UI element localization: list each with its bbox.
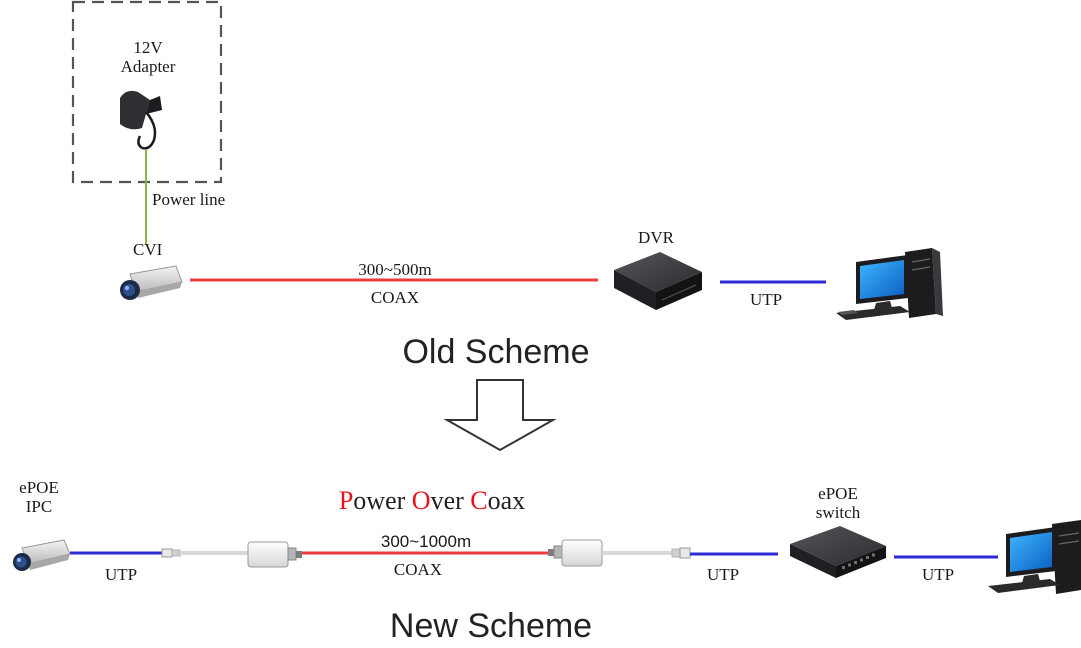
computer-icon (836, 248, 943, 320)
dvr-icon (614, 252, 702, 310)
coax-distance-old: 300~500m (358, 260, 432, 279)
poc-rest-3: oax (487, 486, 526, 515)
utp-label-right: UTP (921, 565, 955, 584)
rj45-connector-right (671, 547, 691, 559)
rj45-connector-left (161, 548, 181, 558)
adapter-label-line1: 12V (133, 38, 163, 57)
poc-initial-o: O (411, 486, 431, 515)
coax-distance-new: 300~1000m (380, 532, 472, 551)
new-scheme-title: New Scheme (389, 607, 593, 645)
coax-label-new: COAX (393, 560, 443, 579)
adapter-label-line2: Adapter (120, 57, 176, 76)
poc-initial-c: C (470, 486, 488, 515)
power-line-label: Power line (152, 190, 226, 209)
computer-icon-new (988, 520, 1081, 594)
camera-icon (120, 265, 183, 300)
switch-label-line1: ePOE (818, 484, 858, 503)
cvi-camera-label: CVI (133, 240, 163, 259)
utp-label-old: UTP (749, 290, 783, 309)
coax-label-old: COAX (370, 288, 420, 307)
dvr-label: DVR (638, 228, 674, 247)
epoe-ipc-label: ePOE IPC (19, 478, 59, 516)
poc-rest-2: ver (430, 486, 471, 515)
utp-label-mid: UTP (706, 565, 740, 584)
arrow-down-icon (443, 379, 557, 452)
coax-transmitter-icon (247, 541, 302, 568)
epoe-switch-label: ePOE switch (816, 484, 860, 522)
power-adapter-icon (120, 90, 162, 150)
old-scheme-title: Old Scheme (402, 333, 590, 371)
power-over-coax-heading: Power Over Coax (339, 486, 525, 516)
utp-label-left: UTP (104, 565, 138, 584)
network-switch-icon (790, 526, 886, 578)
adapter-label: 12V Adapter (121, 38, 176, 76)
coax-receiver-icon (548, 539, 603, 567)
switch-label-line2: switch (815, 503, 861, 522)
poc-rest-1: ower (353, 486, 412, 515)
ipc-label-line2: IPC (25, 497, 53, 516)
ipc-camera-icon (13, 539, 71, 571)
ipc-label-line1: ePOE (19, 478, 59, 497)
poc-initial-p: P (338, 486, 354, 515)
